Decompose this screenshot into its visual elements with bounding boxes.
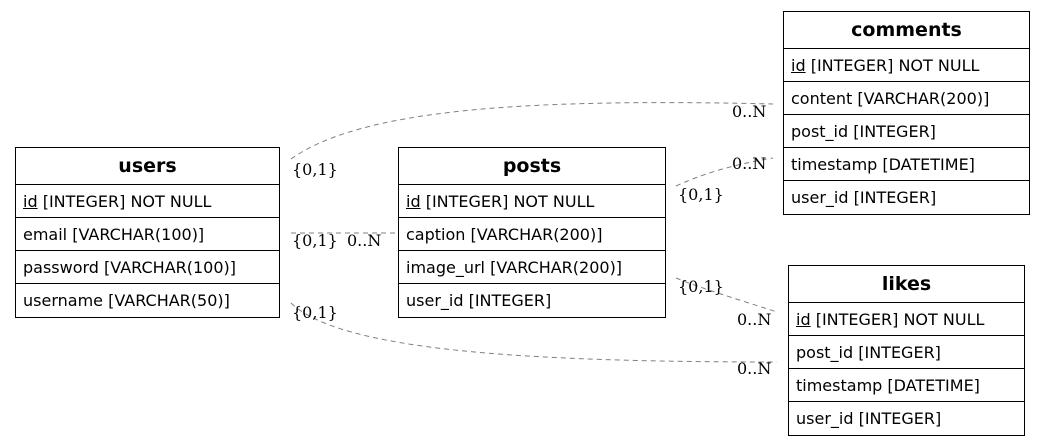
column-type: [INTEGER] NOT NULL [805,56,980,75]
cardinality-label: {0,1} [292,160,338,179]
entity-title: likes [789,266,1024,303]
cardinality-label: 0..N [732,102,767,121]
column-row[interactable]: content [VARCHAR(200)] [784,82,1029,115]
column-row[interactable]: image_url [VARCHAR(200)] [399,251,665,284]
column-type: [VARCHAR(200)] [852,89,990,108]
edge-users-likes [290,302,778,363]
column-type: [INTEGER] [848,188,937,207]
column-name: post_id [791,122,849,141]
column-name: username [23,291,103,310]
cardinality-label: 0..N [737,359,772,378]
cardinality-label: {0,1} [678,185,724,204]
column-row[interactable]: timestamp [DATETIME] [784,148,1029,181]
column-name: content [791,89,853,108]
cardinality-label: {0,1} [292,231,338,250]
cardinality-label: 0..N [732,154,767,173]
column-type: [INTEGER] [848,122,936,141]
cardinality-label: 0..N [347,231,382,250]
entity-likes[interactable]: likes id [INTEGER] NOT NULL post_id [INT… [788,265,1025,436]
column-name: post_id [796,343,854,362]
column-row[interactable]: id [INTEGER] NOT NULL [399,185,665,218]
column-name: caption [406,225,466,244]
entity-title: users [16,148,279,185]
cardinality-label: {0,1} [678,277,724,296]
column-type: [DATETIME] [877,155,975,174]
column-type: [VARCHAR(100)] [67,225,205,244]
entity-comments[interactable]: comments id [INTEGER] NOT NULL content [… [783,11,1030,215]
column-name: email [23,225,68,244]
column-row[interactable]: id [INTEGER] NOT NULL [784,49,1029,82]
column-name: id [791,56,806,75]
column-name: user_id [796,409,854,428]
column-row[interactable]: username [VARCHAR(50)] [16,284,279,317]
column-type: [VARCHAR(200)] [465,225,603,244]
cardinality-label: {0,1} [292,303,338,322]
column-type: [INTEGER] [853,409,942,428]
column-type: [INTEGER] [463,291,552,310]
column-name: id [23,192,38,211]
column-type: [VARCHAR(100)] [98,258,237,277]
column-name: image_url [406,258,485,277]
column-type: [INTEGER] NOT NULL [420,192,595,211]
column-row[interactable]: user_id [INTEGER] [784,181,1029,214]
column-type: [INTEGER] NOT NULL [37,192,212,211]
column-type: [INTEGER] NOT NULL [810,310,985,329]
column-type: [VARCHAR(50)] [103,291,230,310]
column-type: [INTEGER] [853,343,941,362]
entity-title: comments [784,12,1029,49]
entity-title: posts [399,148,665,185]
column-row[interactable]: caption [VARCHAR(200)] [399,218,665,251]
column-name: id [796,310,811,329]
column-row[interactable]: post_id [INTEGER] [784,115,1029,148]
edge-users-comments [290,102,774,160]
column-row[interactable]: timestamp [DATETIME] [789,369,1024,402]
column-row[interactable]: id [INTEGER] NOT NULL [789,303,1024,336]
column-name: user_id [791,188,849,207]
column-type: [DATETIME] [882,376,980,395]
column-name: password [23,258,99,277]
column-type: [VARCHAR(200)] [485,258,623,277]
column-row[interactable]: email [VARCHAR(100)] [16,218,279,251]
column-row[interactable]: password [VARCHAR(100)] [16,251,279,284]
column-row[interactable]: user_id [INTEGER] [399,284,665,317]
entity-posts[interactable]: posts id [INTEGER] NOT NULL caption [VAR… [398,147,666,318]
edge-posts-likes [675,277,778,313]
entity-users[interactable]: users id [INTEGER] NOT NULL email [VARCH… [15,147,280,318]
column-row[interactable]: user_id [INTEGER] [789,402,1024,435]
column-name: timestamp [796,376,883,395]
column-name: id [406,192,421,211]
column-name: timestamp [791,155,878,174]
column-row[interactable]: id [INTEGER] NOT NULL [16,185,279,218]
column-name: user_id [406,291,464,310]
column-row[interactable]: post_id [INTEGER] [789,336,1024,369]
cardinality-label: 0..N [737,310,772,329]
